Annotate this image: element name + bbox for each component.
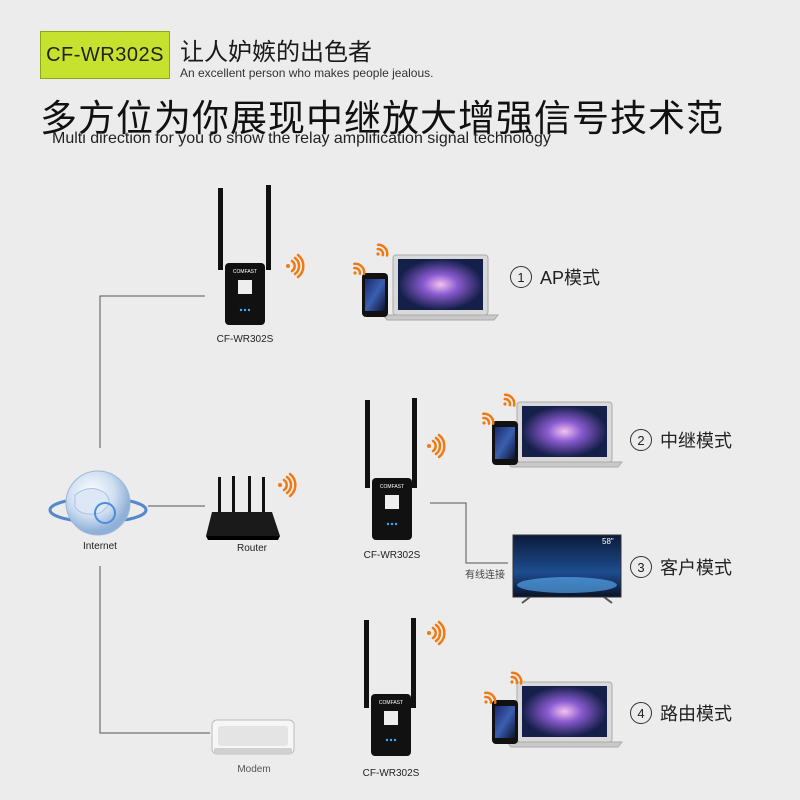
wifi-signals [278, 243, 523, 704]
wifi-icon-client1b [353, 262, 366, 275]
extender-label-1: CF-WR302S [216, 334, 274, 345]
extender-device-3: COMFAST [364, 618, 416, 756]
mode-router: 4 路由模式 [630, 700, 732, 726]
phone-2 [492, 421, 518, 465]
wifi-icon-client1 [376, 243, 389, 257]
router-label: Router [236, 543, 267, 554]
wifi-icon-client2b [482, 412, 495, 425]
extender-label-3: CF-WR302S [362, 768, 420, 779]
internet-label: Internet [83, 541, 117, 552]
phone-1 [362, 273, 388, 317]
svg-text:COMFAST: COMFAST [233, 269, 257, 275]
svg-text:COMFAST: COMFAST [379, 700, 403, 706]
slogan-en: An excellent person who makes people jea… [180, 66, 434, 80]
extender-device-2: COMFAST [365, 398, 417, 540]
headline-en: Multi direction for you to show the rela… [52, 130, 551, 147]
wifi-icon-ext1 [286, 253, 305, 279]
mode-text: 客户模式 [660, 558, 732, 578]
mode-text: 中继模式 [660, 431, 732, 451]
wifi-icon-client3b [484, 691, 497, 704]
laptop-3 [505, 681, 624, 748]
connection-lines [99, 295, 508, 734]
mode-number: 4 [630, 702, 652, 724]
headline-cn: 多方位为你展现中继放大增强信号技术范 [40, 98, 724, 139]
mode-number: 1 [510, 266, 532, 288]
wifi-icon-client3 [510, 671, 523, 685]
tv-size-label: 58" [602, 537, 614, 546]
model-badge: CF-WR302S [40, 31, 170, 79]
wifi-icon-client2 [503, 393, 516, 407]
globe-icon [48, 470, 148, 536]
router-device [206, 476, 280, 540]
tv-device [512, 534, 622, 604]
mode-repeater: 2 中继模式 [630, 427, 732, 453]
laptop-1 [381, 254, 500, 321]
phone-3 [492, 700, 518, 744]
slogan-cn: 让人妒嫉的出色者 [180, 39, 372, 66]
extender-label-2: CF-WR302S [363, 550, 421, 561]
mode-ap: 1 AP模式 [510, 264, 600, 290]
wifi-icon-ext2 [427, 433, 446, 459]
mode-number: 2 [630, 429, 652, 451]
wired-connection-label: 有线连接 [465, 570, 505, 581]
mode-text: 路由模式 [660, 704, 732, 724]
mode-number: 3 [630, 556, 652, 578]
wifi-icon-ext3 [427, 620, 446, 646]
mode-client: 3 客户模式 [630, 554, 732, 580]
modem-label: Modem [237, 764, 271, 775]
model-badge-text: CF-WR302S [46, 43, 164, 66]
laptop-2 [505, 401, 624, 468]
modem-device [211, 719, 295, 755]
mode-text: AP模式 [540, 268, 601, 288]
extender-device-1: COMFAST [218, 185, 271, 325]
wifi-icon-router [278, 472, 297, 498]
svg-text:COMFAST: COMFAST [380, 484, 404, 490]
